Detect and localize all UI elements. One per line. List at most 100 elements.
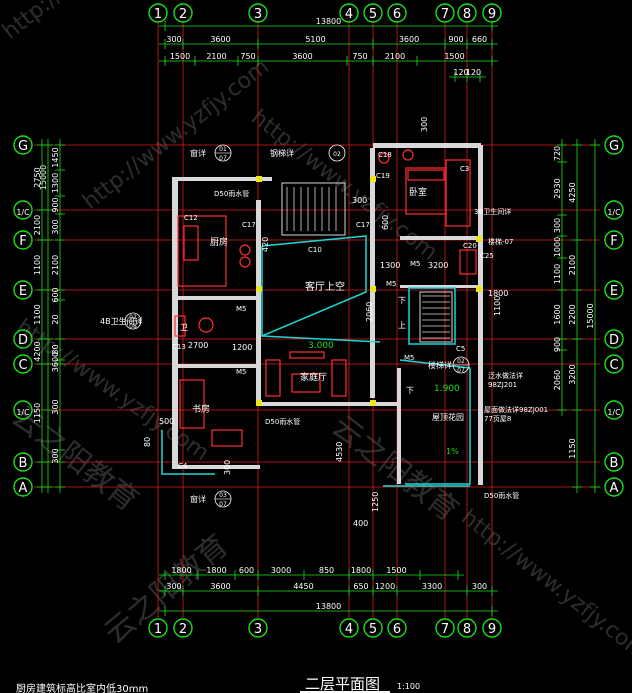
dim-right-r1-value: 2100 <box>568 255 577 275</box>
kitchen-wall-top <box>172 177 272 181</box>
code-c25: C25 <box>480 252 494 260</box>
dim-1800: 1800 <box>488 289 508 298</box>
dim-top-r2-value: 1500 <box>444 52 464 61</box>
axis-label: 7 <box>441 7 449 22</box>
dim-500: 500 <box>159 417 174 426</box>
axis-label: G <box>18 139 28 154</box>
code-c5: C5 <box>456 345 465 353</box>
window-detail-1-ref-top: 01 <box>219 146 227 153</box>
axis-bubble <box>13 200 33 220</box>
slope-label: 1% <box>446 447 459 456</box>
axis-bubble <box>604 354 624 374</box>
code-c17b: C17 <box>356 221 370 229</box>
roof-garden-label: 屋顶花园 <box>432 412 464 422</box>
dim-right-total-value: 15000 <box>586 303 595 328</box>
watermark-layer: http://www.yzfjy.com http://www.yzfjy.co… <box>0 0 632 665</box>
drawing-scale: 1:100 <box>397 682 420 691</box>
axis-label: B <box>19 456 28 471</box>
dim-left-r1-value: 4200 <box>33 341 42 361</box>
axis-bubble <box>248 618 268 638</box>
roof-garden-outline <box>399 359 471 485</box>
axis-label: 1/C <box>16 408 30 417</box>
axis-bubble <box>457 618 477 638</box>
code-c10: C10 <box>308 246 322 254</box>
dim-bot-r2-value: 300 <box>166 582 181 591</box>
window-detail-3-label: 窗详 <box>190 494 206 504</box>
code-m5a: M5 <box>236 305 247 313</box>
code-c3: C3 <box>460 165 469 173</box>
dim-600: 600 <box>381 215 390 230</box>
window-detail-1-label: 窗详 <box>190 148 206 158</box>
wc-detail-right: 3B卫生间详 <box>474 207 511 216</box>
dim-bot-r2-value: 3300 <box>422 582 442 591</box>
column <box>370 400 376 406</box>
column <box>476 236 482 242</box>
d50-mid: D50雨水管 <box>265 417 300 426</box>
dim-420: 420 <box>261 237 270 252</box>
void-outline-2 <box>261 335 381 343</box>
axis-bubble <box>435 3 455 23</box>
level-3000: 3.000 <box>308 341 334 351</box>
dim-left-r2-value: 1300 <box>51 173 60 193</box>
dim-right-r2-value: 1100 <box>553 264 562 284</box>
axis-label: E <box>610 284 618 299</box>
dim-3200: 3200 <box>428 261 448 270</box>
dim-left-r2-value: 300 <box>51 399 60 414</box>
dim-right-r1-value: 4250 <box>568 182 577 202</box>
window-detail-3-ref-top: 03 <box>219 492 227 499</box>
axis-label: F <box>610 234 617 249</box>
wall-study-bottom <box>172 465 260 469</box>
stair-upper <box>281 182 346 236</box>
kitchen-sink <box>183 225 199 261</box>
axis-bubble <box>13 329 33 349</box>
stair-box-top <box>281 182 346 236</box>
roof-drain-note: 屋面做法详98ZJ001 <box>484 405 548 414</box>
dim-right-r2-value: 2060 <box>553 370 562 390</box>
wall-bath <box>172 296 258 300</box>
axis-bubble <box>482 618 502 638</box>
desk <box>179 379 205 429</box>
column <box>370 176 376 182</box>
dim-right-r1-value: 2200 <box>568 304 577 324</box>
dim-left-r1-value: 2750 <box>33 167 42 187</box>
dim-bot-r1-value: 600 <box>239 566 254 575</box>
dim-top-r2-value: 3600 <box>292 52 312 61</box>
down-label-2: 下 <box>406 386 414 395</box>
watermark-url-2: http://www.yzfjy.com <box>246 105 442 265</box>
axis-bubble <box>387 618 407 638</box>
axis-label: 6 <box>393 7 401 22</box>
axis-bubble <box>13 477 33 497</box>
wall-study-top <box>172 364 258 368</box>
room-void: 客厅上空 <box>305 280 345 293</box>
window-detail-3-ref-bot: 07 <box>219 501 227 508</box>
exterior-wall-east <box>478 145 483 485</box>
cyan-layer <box>161 235 471 487</box>
bookshelf <box>211 429 243 447</box>
axis-bubble <box>363 3 383 23</box>
wc-detail-ref-bot: 08 <box>129 323 137 330</box>
axis-bubble <box>13 135 33 155</box>
axis-label: 1 <box>154 622 162 637</box>
wall-mid-2 <box>370 148 375 398</box>
column <box>476 286 482 292</box>
stair-railing <box>408 287 456 345</box>
dim-right-r1-value: 3200 <box>568 364 577 384</box>
stair-lower <box>419 291 453 343</box>
axis-bubble <box>387 3 407 23</box>
axis-bubble <box>604 452 624 472</box>
dim-bot-r2-value: 300 <box>472 582 487 591</box>
code-c13: C13 <box>172 343 186 351</box>
axis-bubble <box>248 3 268 23</box>
dim-1300: 1300 <box>380 261 400 270</box>
dim-bot-r2-value: 3600 <box>210 582 230 591</box>
axis-label: 5 <box>369 7 377 22</box>
code-c12: C12 <box>184 214 198 222</box>
dim-300b: 300 <box>420 117 429 132</box>
dim-left-r2-value: 20 <box>51 314 60 324</box>
dim-bot-r1-value: 1800 <box>171 566 191 575</box>
axis-bubble <box>604 200 624 220</box>
dim-2060: 2060 <box>365 302 374 322</box>
column <box>370 286 376 292</box>
columns-layer <box>256 176 482 406</box>
dim-bot-r1-value: 850 <box>319 566 334 575</box>
